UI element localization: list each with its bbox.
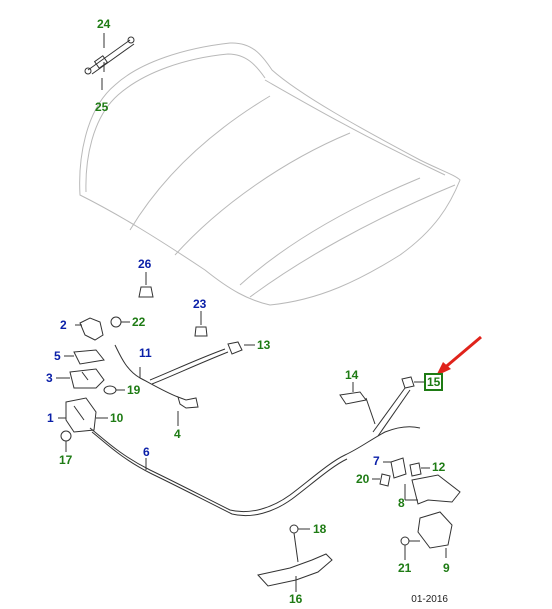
callout-20: 20 (356, 472, 370, 486)
callout-14: 14 (345, 368, 359, 382)
callout-5: 5 (54, 349, 61, 363)
callout-1: 1 (47, 411, 54, 425)
highlight-arrow (436, 335, 482, 376)
hood-panel (79, 42, 461, 306)
callout-13: 13 (257, 338, 271, 352)
callout-15: 15 (427, 375, 441, 389)
callout-labels: 24 25 26 23 2 22 5 11 13 3 19 1 10 4 17 … (46, 17, 450, 606)
callout-4: 4 (174, 427, 181, 441)
callout-16: 16 (289, 592, 303, 606)
callout-15-highlight-box (424, 373, 443, 391)
callout-17: 17 (59, 453, 73, 467)
callout-18: 18 (313, 522, 327, 536)
callout-6: 6 (143, 445, 150, 459)
callout-23: 23 (193, 297, 207, 311)
callout-12: 12 (432, 460, 446, 474)
callout-11: 11 (139, 346, 152, 360)
callout-9: 9 (443, 561, 450, 575)
callout-24: 24 (97, 17, 111, 31)
callout-8: 8 (398, 496, 405, 510)
callout-10: 10 (110, 411, 124, 425)
diagram-date-code: 01-2016 (411, 594, 448, 605)
hood-strut (84, 33, 135, 90)
callout-21: 21 (398, 561, 412, 575)
callout-26: 26 (138, 257, 152, 271)
callout-25: 25 (95, 100, 109, 114)
parts-linework (56, 272, 461, 592)
callout-19: 19 (127, 383, 141, 397)
callout-3: 3 (46, 371, 53, 385)
callout-22: 22 (132, 315, 146, 329)
callout-7: 7 (373, 454, 380, 468)
callout-2: 2 (60, 318, 67, 332)
